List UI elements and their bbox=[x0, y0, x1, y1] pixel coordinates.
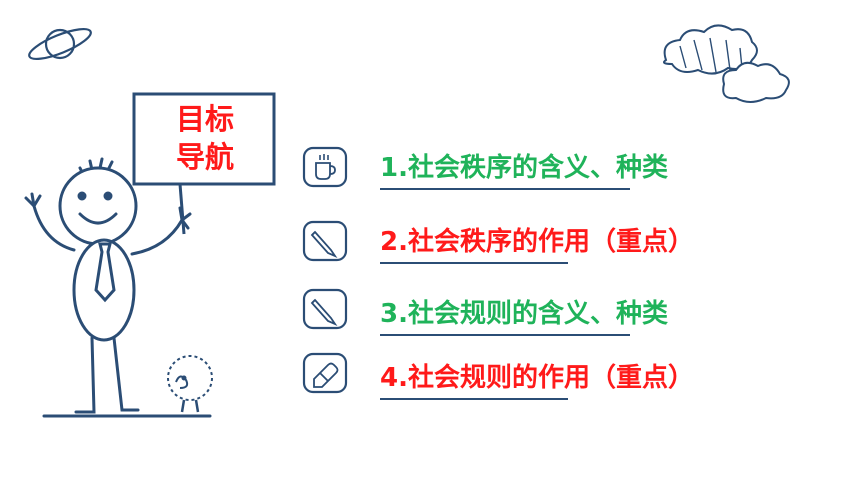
sign-line-2: 导航 bbox=[175, 140, 234, 174]
objective-underline-3 bbox=[380, 334, 630, 336]
objective-underline-2 bbox=[380, 262, 568, 264]
objective-item-1: 1.社会秩序的含义、种类 bbox=[380, 153, 668, 183]
fluffy-creature-doodle bbox=[167, 355, 213, 413]
pencil-icon bbox=[302, 220, 348, 262]
objective-item-3: 3.社会规则的含义、种类 bbox=[380, 299, 668, 329]
sign-title: 目标 导航 bbox=[146, 100, 264, 176]
objective-item-2: 2.社会秩序的作用（重点） bbox=[380, 227, 694, 257]
objective-underline-1 bbox=[380, 188, 630, 190]
pencil-icon bbox=[302, 288, 348, 330]
eraser-icon bbox=[302, 352, 348, 394]
coffee-cup-icon bbox=[302, 146, 348, 188]
cloud-doodle bbox=[663, 24, 790, 103]
objective-underline-4 bbox=[380, 398, 568, 400]
planet-doodle bbox=[28, 27, 92, 61]
objective-item-4: 4.社会规则的作用（重点） bbox=[380, 363, 694, 393]
stick-figure bbox=[24, 157, 212, 418]
sign-line-1: 目标 bbox=[175, 102, 234, 136]
sign-board bbox=[132, 92, 276, 235]
